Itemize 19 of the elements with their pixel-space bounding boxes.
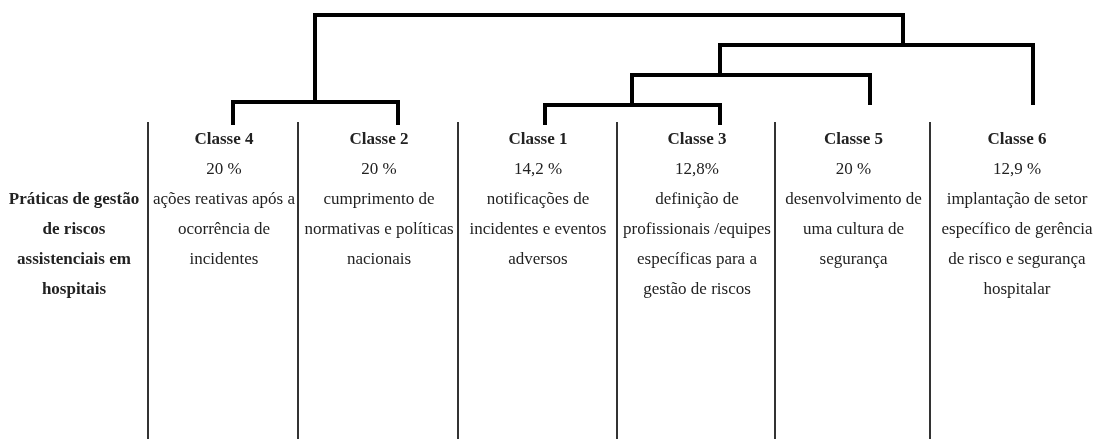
class-heading: Classe 3: [666, 128, 728, 150]
percentage: 12,9 %: [991, 158, 1043, 180]
percentage: 20 %: [834, 158, 873, 180]
percentage: 20 %: [360, 158, 398, 180]
class-heading: Classe 1: [507, 128, 569, 150]
class-heading: Classe 4: [193, 128, 255, 150]
percentage: 20 %: [205, 158, 243, 180]
class-heading: Classe 2: [348, 128, 410, 150]
class-description: cumprimento de normativas e políticas nacionais: [303, 188, 455, 270]
percentage: 14,2 %: [512, 158, 564, 180]
percentage: 12,8%: [674, 158, 720, 180]
class-heading: Classe 6: [986, 128, 1048, 150]
class-description: definição de profissionais /equipes específicas para a gestão de riscos: [622, 188, 772, 300]
class-description: implantação de setor específico de gerência de risco e segurança hospitalar: [940, 188, 1094, 300]
class-description: ações reativas após a ocorrência de incidentes: [152, 188, 296, 270]
class-heading: Classe 5: [823, 128, 884, 150]
row-label: Práticas de gestão de riscos assistenciais em hospitais: [8, 188, 140, 300]
class-description: desenvolvimento de uma cultura de segurança: [784, 188, 923, 270]
class-description: notificações de incidentes e eventos adversos: [468, 188, 608, 270]
